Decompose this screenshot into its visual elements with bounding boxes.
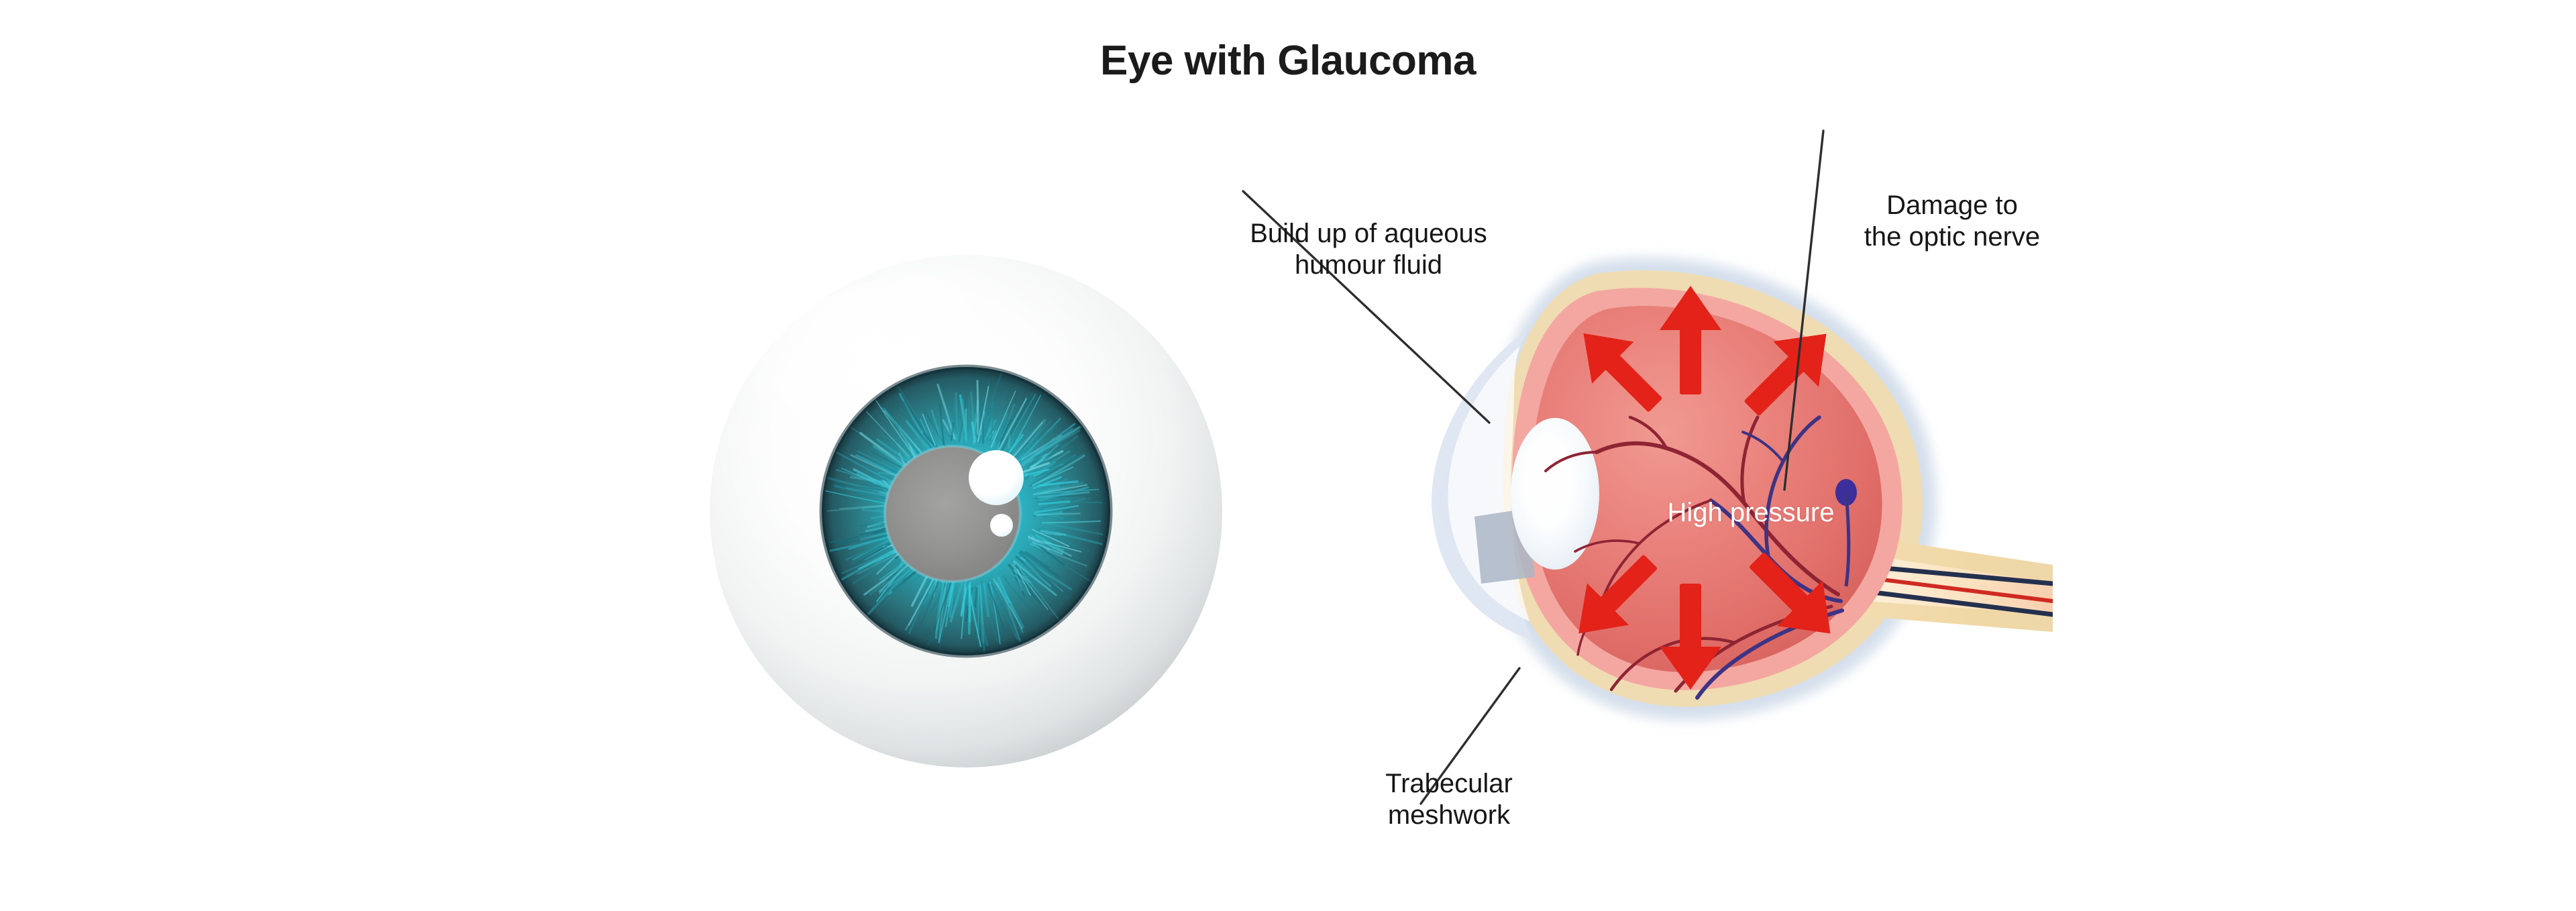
pressure-arrow-down: [1660, 584, 1721, 690]
pressure-arrow-up-left: [1583, 333, 1662, 412]
eye-cross-section-illustration: [1432, 258, 2053, 720]
pressure-arrow-up-right: [1744, 333, 1827, 416]
label-high-pressure: High pressure: [1667, 498, 1835, 527]
pressure-arrow-down-left: [1578, 555, 1657, 634]
page-title: Eye with Glaucoma: [1099, 38, 1477, 84]
label-aqueous-humour: Build up of aqueous humour fluid: [1250, 219, 1487, 280]
pupil-rim: [883, 445, 1022, 583]
specular-highlight-large: [969, 450, 1024, 505]
callout-leader-lines: [1242, 129, 1825, 805]
pressure-arrow-up: [1660, 286, 1721, 394]
leader-line-trabecular: [1419, 667, 1521, 805]
external-eyeball-illustration: [710, 255, 1222, 767]
label-optic-nerve-damage: Damage to the optic nerve: [1864, 191, 2041, 252]
optic-disc-vessel: [1844, 492, 1851, 587]
label-trabecular-meshwork: Trabecular meshwork: [1385, 769, 1513, 830]
pressure-arrow-group: [1578, 286, 1831, 690]
leader-line-optic-nerve: [1783, 129, 1825, 491]
lens-highlight: [1521, 432, 1575, 531]
specular-highlight-small: [990, 514, 1013, 537]
iris: [819, 364, 1113, 658]
leader-line-aqueous: [1242, 190, 1491, 424]
pressure-arrow-down-right: [1750, 553, 1831, 634]
iris-fibers: [824, 372, 1104, 652]
nerve-vein-lower: [1843, 586, 2053, 617]
